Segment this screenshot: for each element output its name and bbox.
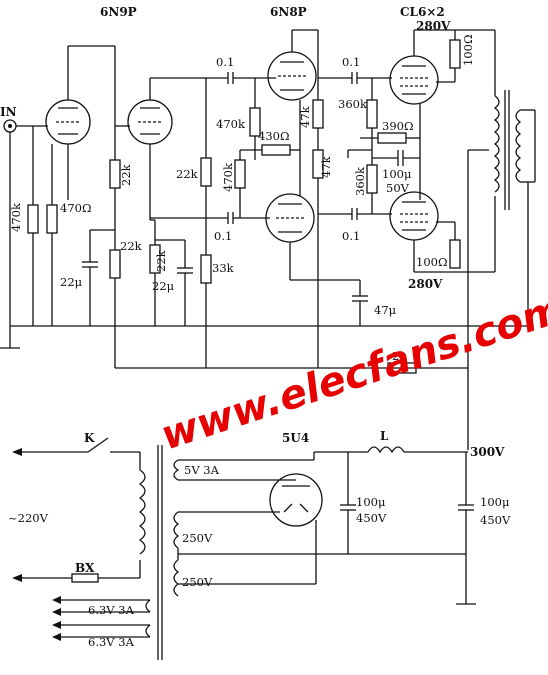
label-c01-a: 0.1 [216, 55, 234, 69]
tube-6n9p-1 [45, 45, 116, 200]
tube-label-cl6: CL6×2 [400, 5, 445, 19]
watermark: www.elecfans.com [155, 286, 548, 460]
label-c01-d: 0.1 [342, 229, 360, 243]
capacitor-22u-b [155, 239, 193, 326]
resistor-390ohm [360, 104, 421, 200]
label-300v: 300V [470, 445, 505, 459]
tube-cl6-bottom [389, 191, 496, 273]
rectifier-5u4 [177, 452, 466, 585]
label-r430: 430Ω [258, 129, 290, 143]
mains-input [12, 437, 141, 583]
label-r470k-a: 470k [216, 117, 246, 131]
label-c50v: 50V [386, 181, 410, 195]
label-250v-b: 250V [182, 575, 213, 589]
label-r47k-b: 47k [319, 155, 333, 178]
tube-6n9p-2 [115, 77, 228, 220]
label-r22k-a: 22k [119, 163, 133, 186]
tube-label-6n9p: 6N9P [100, 5, 137, 19]
label-r47k-a: 47k [298, 105, 312, 128]
label-r470k-b: 470k [221, 162, 235, 192]
label-r390: 390Ω [382, 119, 414, 133]
tube-label-5u4: 5U4 [282, 431, 309, 445]
capacitor-0-1-d [318, 208, 392, 220]
resistor-2k [387, 362, 417, 374]
resistor-47k-b [312, 149, 324, 368]
label-c22u-b: 22μ [152, 279, 175, 293]
resistor-22k-a [109, 159, 121, 250]
label-fuse: BX [75, 561, 95, 575]
label-280v-bot: 280V [408, 277, 443, 291]
tube-label-6n8p: 6N8P [270, 5, 307, 19]
label-5v: 5V 3A [184, 463, 220, 477]
capacitor-0-1-b [150, 212, 270, 224]
label-r33k: 33k [212, 261, 235, 275]
label-c22u-a: 22μ [60, 275, 83, 289]
resistor-470k-b [234, 150, 246, 218]
label-c01-c: 0.1 [342, 55, 360, 69]
label-cf2-volt: 450V [480, 513, 511, 527]
label-r2k: 2k [392, 349, 407, 363]
resistor-22k-c [149, 219, 161, 326]
label-c100u: 100μ [382, 167, 412, 181]
capacitor-0-1-c [318, 72, 392, 84]
resistor-47k-a [312, 99, 324, 150]
capacitor-100u-50v [347, 149, 420, 166]
capacitor-100u-450v-b [456, 452, 476, 605]
label-inductor: L [380, 429, 389, 443]
ground-rail [0, 325, 528, 349]
tube-6n8p-bottom [265, 193, 318, 281]
resistor-470k-a [249, 78, 261, 160]
label-r22k-b: 22k [120, 239, 143, 253]
power-transformer [52, 445, 180, 660]
label-250v-a: 250V [182, 531, 213, 545]
label-r22k-c: 22k [154, 249, 168, 272]
resistor-470ohm-cathode [46, 144, 58, 326]
resistor-430ohm [240, 100, 301, 196]
label-r470: 470Ω [60, 201, 92, 215]
capacitor-100u-450v-a [340, 452, 356, 554]
capacitor-47u [318, 279, 368, 326]
label-r100-bot: 100Ω [416, 255, 448, 269]
label-switch-k: K [84, 431, 95, 445]
resistor-470k-input [27, 126, 39, 326]
label-r100-top: 100Ω [461, 35, 475, 67]
capacitor-22u-a [82, 229, 115, 326]
filter-choke-l [314, 446, 468, 454]
label-c47u: 47μ [374, 303, 397, 317]
input-label: IN [0, 105, 17, 119]
tube-cl6-top [389, 29, 496, 105]
resistor-360k-a [366, 78, 378, 150]
label-r470k-input: 470k [9, 202, 23, 232]
label-c01-b: 0.1 [214, 229, 232, 243]
tube-6n8p-top [267, 29, 319, 101]
label-cf1-volt: 450V [356, 511, 387, 525]
label-280v-top: 280V [416, 19, 451, 33]
resistor-22k-b [109, 249, 121, 368]
label-mains: ~220V [8, 511, 49, 525]
input-jack [3, 119, 48, 326]
label-r360k-a: 360k [338, 97, 368, 111]
label-cf1-cap: 100μ [356, 495, 386, 509]
label-r22k-d: 22k [176, 167, 199, 181]
label-r360k-b: 360k [353, 166, 367, 196]
output-transformer [467, 90, 536, 368]
resistor-33k [200, 254, 212, 368]
resistor-360k-b [366, 150, 378, 214]
label-6v3-a: 6.3V 3A [88, 603, 135, 617]
resistor-22k-d [200, 78, 212, 255]
label-6v3-b: 6.3V 3A [88, 635, 135, 649]
b-plus-rail [115, 367, 469, 450]
label-cf2-cap: 100μ [480, 495, 510, 509]
